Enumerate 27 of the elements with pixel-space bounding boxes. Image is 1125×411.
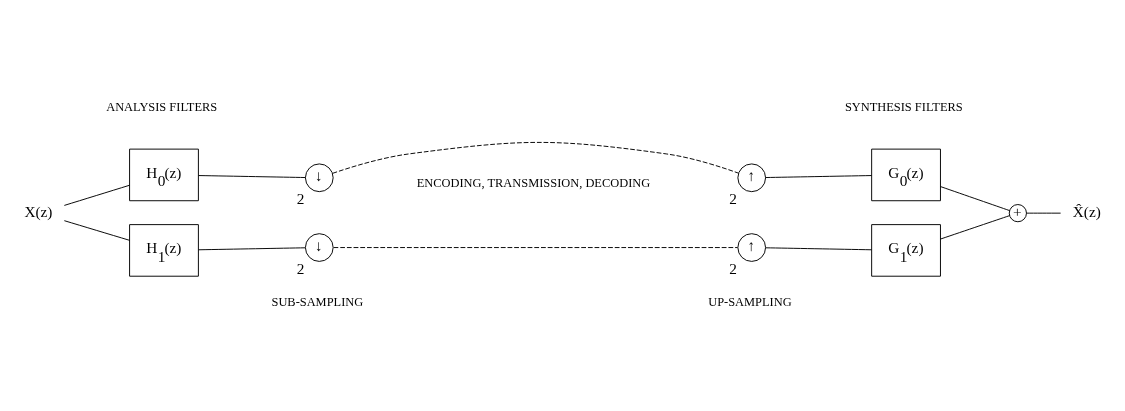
node-circle: ↓ <box>304 233 334 262</box>
node-circle: ↓ <box>304 163 334 193</box>
label: ENCODING, TRANSMISSION, DECODING <box>416 175 651 190</box>
label: UP-SAMPLING <box>708 295 792 310</box>
node-text: X(z) <box>24 202 53 220</box>
node-label: 2 <box>296 259 305 277</box>
connector <box>940 186 1010 212</box>
node-circle: ↑ <box>737 233 767 262</box>
node-circle: ↑ <box>737 163 767 193</box>
node-text: X̂(z) <box>1072 202 1101 220</box>
connector <box>333 247 739 249</box>
connector <box>1026 212 1062 214</box>
node-label: 2 <box>729 259 737 277</box>
connector <box>765 247 873 251</box>
label: ANALYSIS FILTERS <box>106 100 218 115</box>
connector <box>765 175 873 178</box>
connector <box>63 184 131 206</box>
connector <box>940 215 1010 240</box>
connector <box>63 220 131 241</box>
label: SYNTHESIS FILTERS <box>844 100 963 115</box>
connector <box>332 141 739 174</box>
node-circle: + <box>1008 204 1027 223</box>
connector <box>198 175 306 178</box>
node-label: 2 <box>729 189 737 207</box>
connector <box>198 247 306 251</box>
node-label: 2 <box>296 189 305 207</box>
label: SUB-SAMPLING <box>271 295 364 310</box>
